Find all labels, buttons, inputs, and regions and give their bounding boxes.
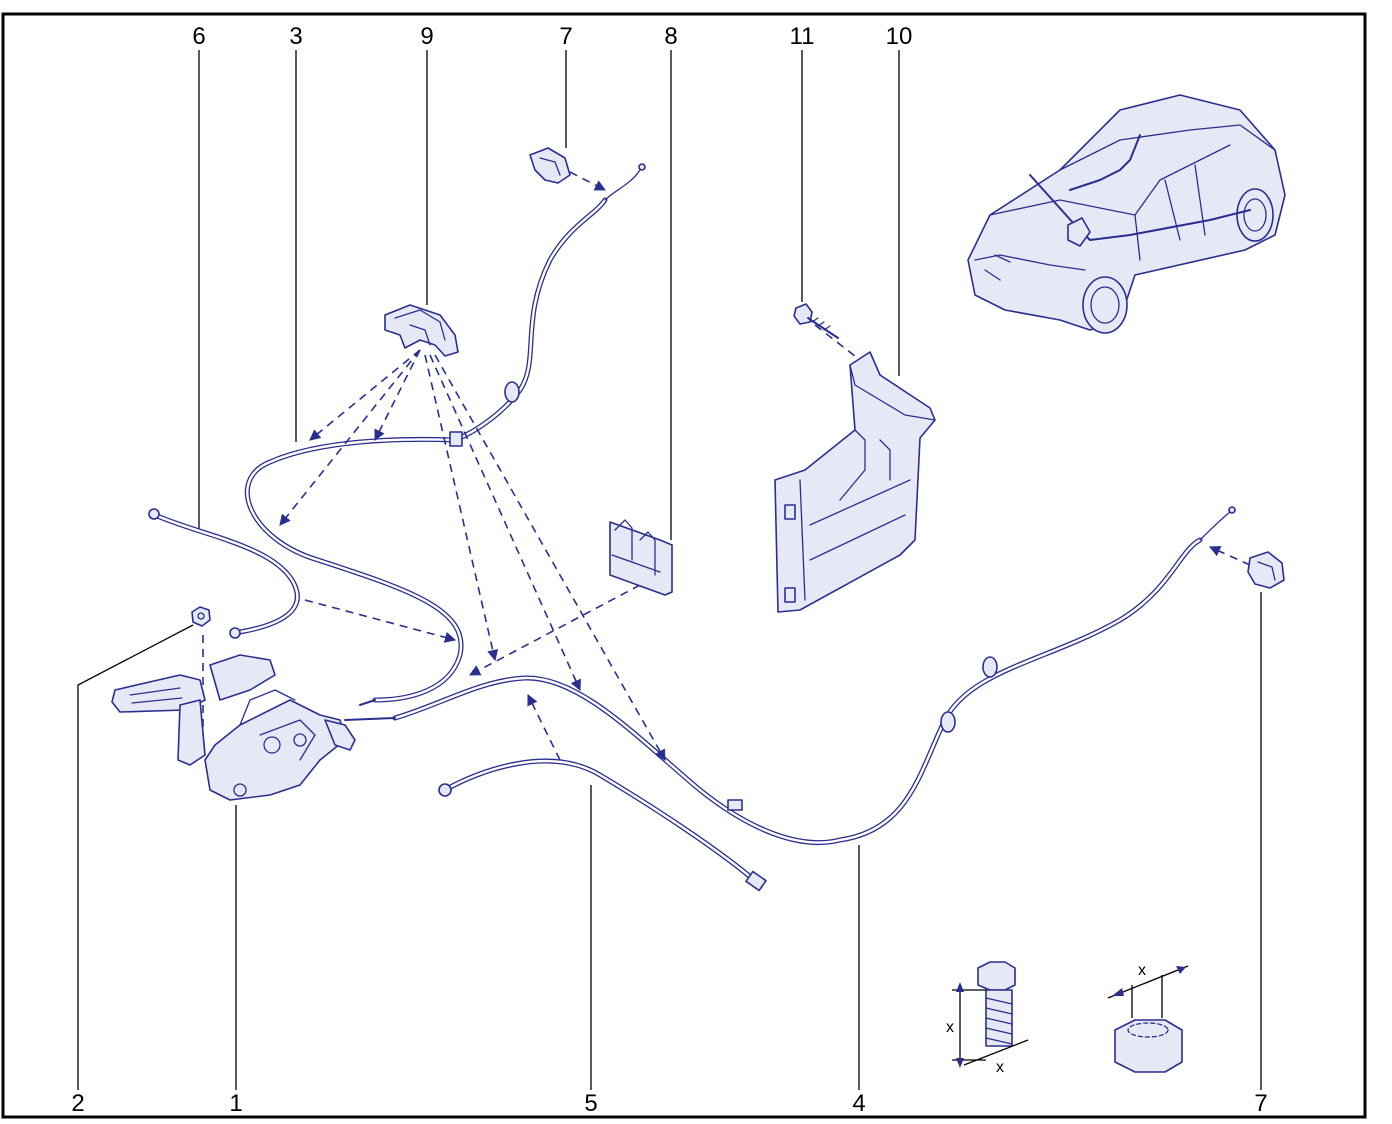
part-10-mounting-bracket bbox=[774, 351, 936, 613]
dimension-x-nut: x bbox=[1138, 962, 1146, 979]
cable-3 bbox=[244, 436, 464, 706]
part-label-9: 9 bbox=[420, 23, 433, 50]
cable-5 bbox=[438, 758, 767, 892]
part-label-7-top: 7 bbox=[559, 23, 572, 50]
assembly-arrows bbox=[202, 171, 1251, 761]
part-7-clip-top bbox=[529, 147, 571, 184]
part-9-cable-guide bbox=[384, 304, 459, 357]
bolt-tightening-note: x x bbox=[946, 961, 1029, 1076]
vehicle-location-view bbox=[967, 94, 1286, 334]
part-1-parking-brake-lever bbox=[111, 654, 396, 801]
leader-lines bbox=[77, 50, 1262, 1090]
part-11-bolt bbox=[793, 303, 839, 339]
part-label-4: 4 bbox=[852, 1090, 865, 1117]
part-label-3: 3 bbox=[289, 23, 302, 50]
part-2-nut bbox=[191, 606, 211, 627]
part-label-2: 2 bbox=[71, 1090, 84, 1117]
part-label-7-bottom: 7 bbox=[1254, 1090, 1267, 1117]
dimension-x-bolt-thread: x bbox=[996, 1059, 1004, 1076]
part-label-1: 1 bbox=[229, 1090, 242, 1117]
cable-6 bbox=[148, 508, 300, 639]
part-7-clip-bottom bbox=[1247, 551, 1285, 589]
part-label-6: 6 bbox=[192, 23, 205, 50]
part-numbers: 6 3 9 7 8 11 10 2 1 5 4 7 bbox=[71, 23, 1267, 1117]
cable-4 bbox=[392, 506, 1236, 846]
part-label-11: 11 bbox=[790, 23, 815, 50]
dimension-x-bolt-length: x bbox=[946, 1019, 954, 1036]
part-label-5: 5 bbox=[584, 1090, 597, 1117]
nut-tightening-note: x bbox=[1107, 962, 1189, 1073]
part-label-8: 8 bbox=[664, 23, 677, 50]
cable-upper bbox=[449, 163, 646, 447]
part-label-10: 10 bbox=[886, 23, 913, 50]
part-8-bracket bbox=[609, 519, 673, 596]
diagram-frame bbox=[1, 12, 1367, 1119]
